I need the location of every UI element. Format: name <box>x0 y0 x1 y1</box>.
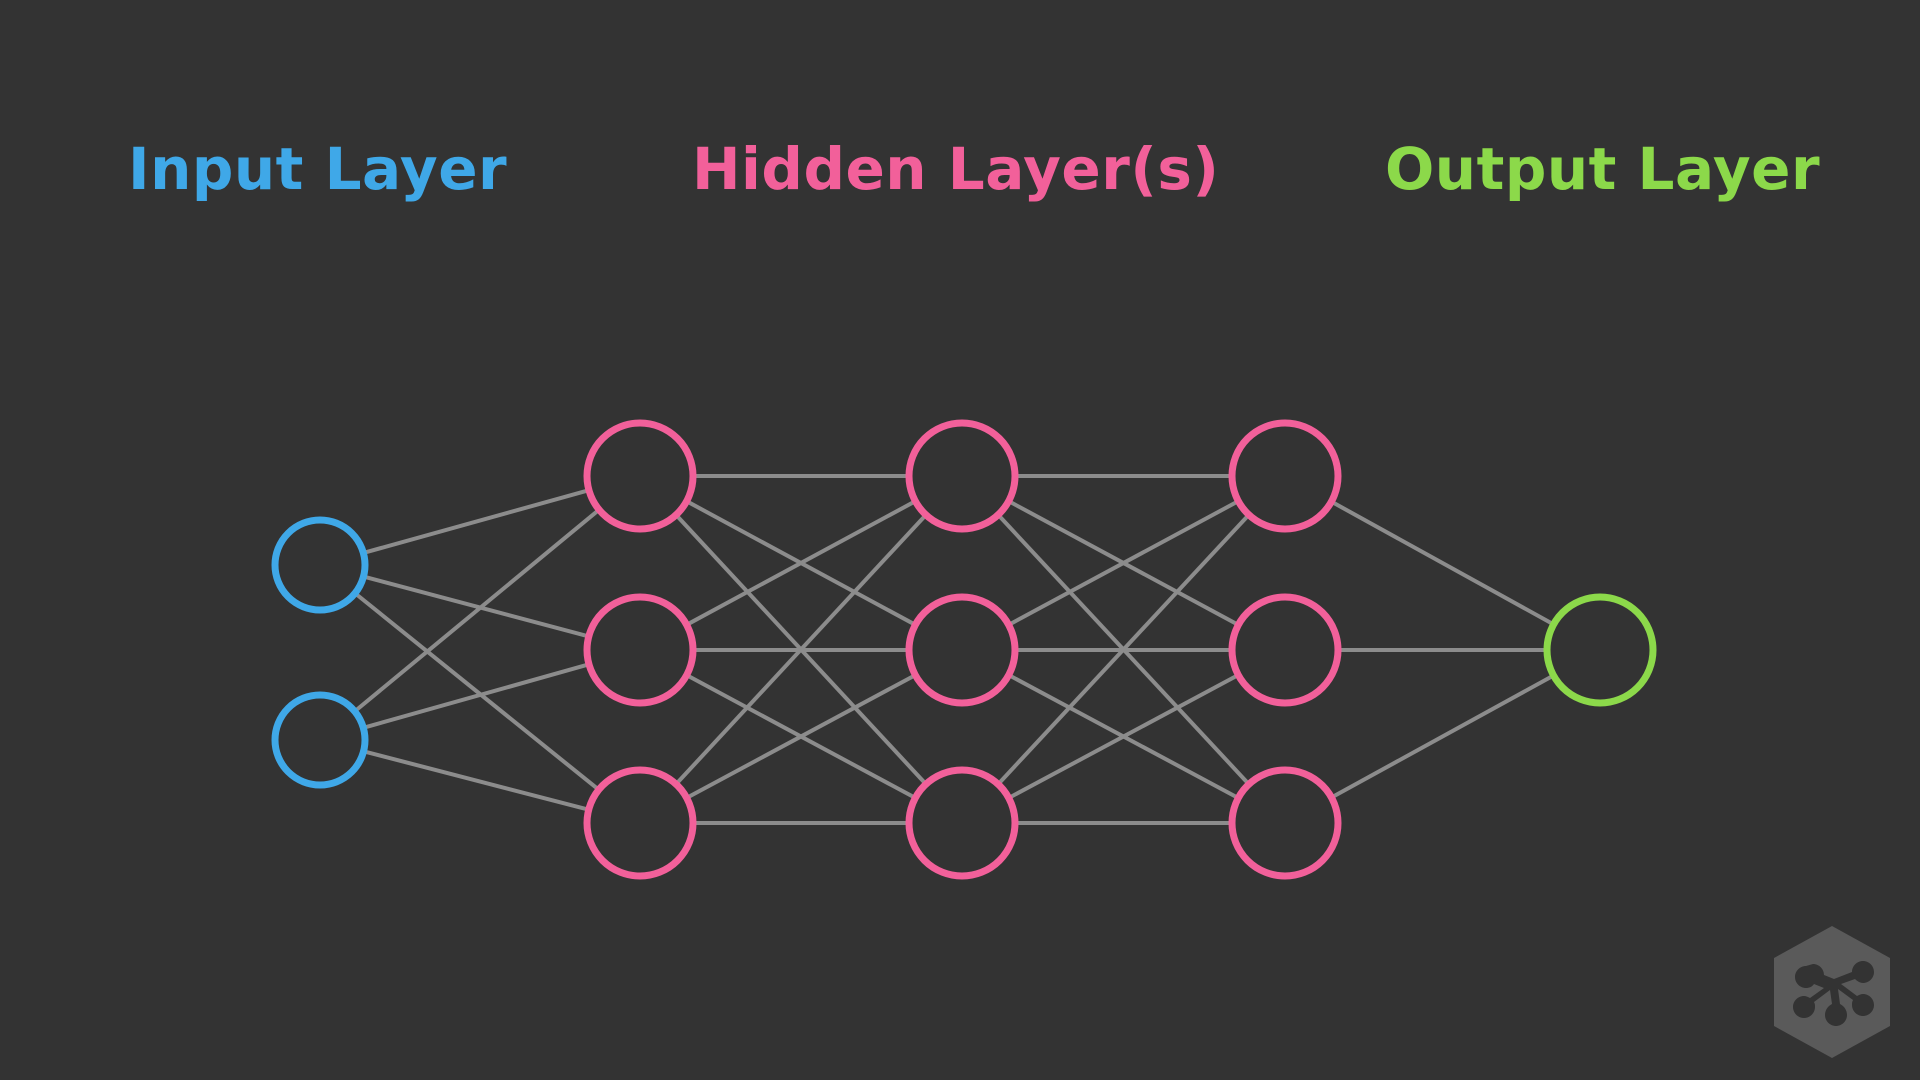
hidden-neuron-node[interactable] <box>583 766 697 880</box>
input-neuron-node[interactable] <box>271 691 369 789</box>
hidden-neuron-node[interactable] <box>1228 419 1342 533</box>
connection-edge <box>362 662 590 730</box>
hidden-neuron-node[interactable] <box>583 419 697 533</box>
connection-edges <box>353 474 1555 825</box>
connection-edge <box>1330 673 1555 800</box>
hidden-neuron-node[interactable] <box>583 593 697 707</box>
output-neuron-node[interactable] <box>1543 593 1657 707</box>
hidden-neuron-node[interactable] <box>1228 593 1342 707</box>
connection-edge <box>996 513 1251 786</box>
neuron-glyph <box>1793 961 1874 1026</box>
connection-edge <box>1007 499 1240 627</box>
connection-edge <box>685 673 917 800</box>
connection-edge <box>363 749 590 812</box>
hexagon-logo-watermark <box>1774 926 1890 1058</box>
hidden-neuron-node[interactable] <box>905 766 1019 880</box>
connection-edge <box>674 513 928 786</box>
neuron-nodes <box>271 419 1657 880</box>
connection-edge <box>353 508 601 713</box>
connection-edge <box>362 488 590 555</box>
hidden-neuron-node[interactable] <box>1228 766 1342 880</box>
connection-edge <box>1007 673 1240 800</box>
connection-edge <box>353 591 600 792</box>
connection-edge <box>362 574 590 639</box>
hidden-neuron-node[interactable] <box>905 593 1019 707</box>
input-neuron-node[interactable] <box>271 516 369 614</box>
connection-edge <box>685 499 917 627</box>
hidden-neuron-node[interactable] <box>905 419 1019 533</box>
connection-edge <box>1330 499 1555 627</box>
